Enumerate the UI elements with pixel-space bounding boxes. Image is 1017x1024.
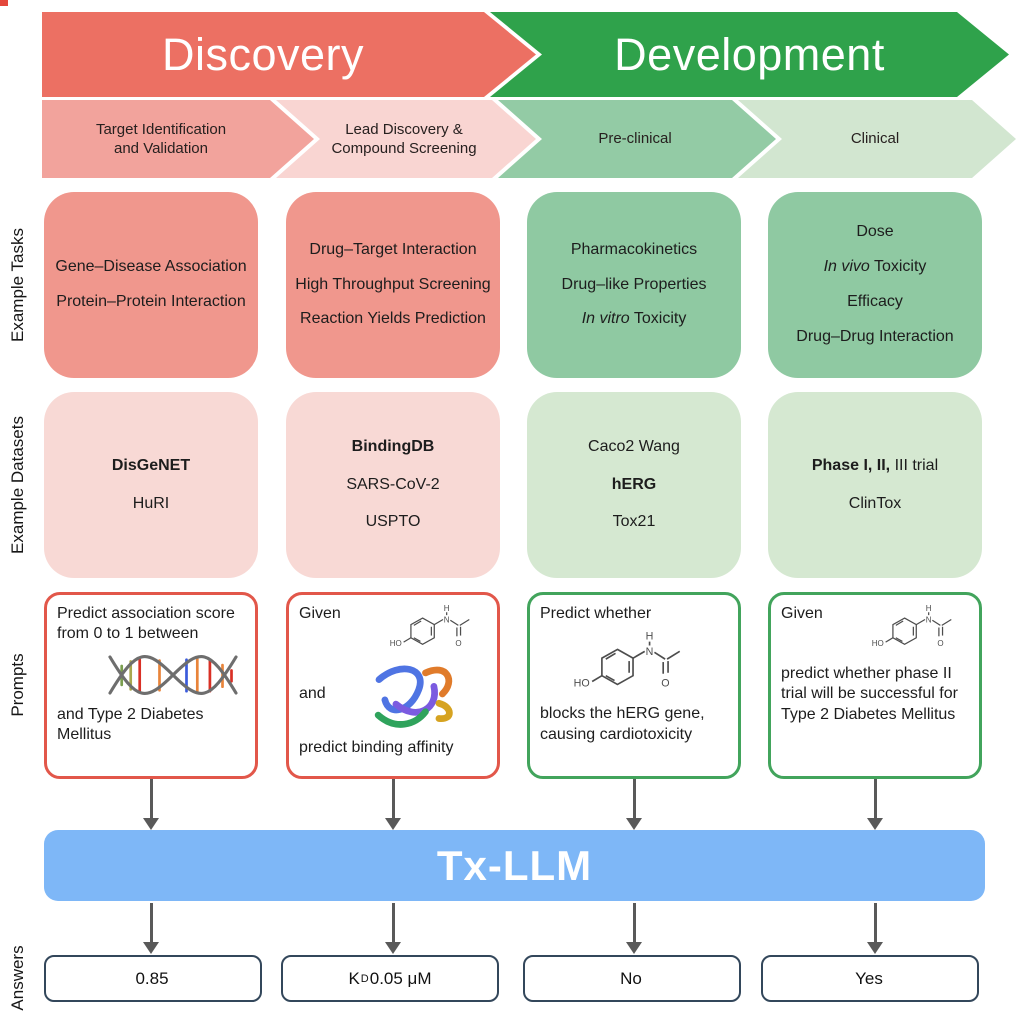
molecule-structure-icon — [865, 602, 969, 656]
flow-arrow-down-icon — [143, 779, 159, 830]
row-label-prompts: Prompts — [8, 653, 27, 717]
corner-artifact — [0, 0, 8, 6]
answer-box-herg: No — [523, 955, 741, 1002]
flow-arrow-down-icon — [143, 903, 159, 954]
flow-arrow-down-icon — [626, 903, 642, 954]
molecule-structure-icon — [383, 602, 487, 656]
dna-helix-icon — [103, 648, 243, 702]
phase-arrow-lead-discovery: Lead Discovery &Compound Screening — [276, 100, 536, 178]
prompt-text: predict whether phase II trial will be s… — [781, 665, 958, 723]
prompt-text: Given — [299, 605, 341, 622]
model-name: Tx-LLM — [436, 841, 593, 889]
flow-arrow-down-icon — [626, 779, 642, 830]
flow-arrow-down-icon — [385, 779, 401, 830]
answer-value: 0.05 μM — [369, 968, 432, 988]
phase-label-lead-discovery: Lead Discovery &Compound Screening — [331, 120, 477, 157]
answer-subscript: D — [360, 972, 369, 985]
flow-arrow-down-icon — [867, 903, 883, 954]
answer-value: No — [620, 968, 642, 988]
prompt-text: and — [299, 684, 326, 702]
prompt-box-binding-affinity: Given and predict binding affinity — [286, 592, 500, 779]
answer-box-trial: Yes — [761, 955, 979, 1002]
stage-arrow-development: Development — [490, 12, 1009, 97]
answer-value: 0.85 — [135, 968, 169, 988]
phase-label-pre-clinical: Pre-clinical — [598, 130, 672, 148]
answer-box-association-score: 0.85 — [44, 955, 262, 1002]
prompt-box-gene-disease: Predict association score from 0 to 1 be… — [44, 592, 258, 779]
prompt-text: and Type 2 Diabetes Mellitus — [57, 705, 204, 744]
flow-arrow-down-icon — [867, 779, 883, 830]
prompt-text: Predict association score from 0 to 1 be… — [57, 605, 235, 643]
prompt-text: Predict whether — [540, 605, 652, 622]
phase-arrow-clinical: Clinical — [738, 100, 1016, 178]
prompt-text: blocks the hERG gene, causing cardiotoxi… — [540, 705, 705, 743]
molecule-structure-icon — [567, 628, 701, 700]
flow-arrow-down-icon — [385, 903, 401, 954]
prompt-box-clinical-trial: Given predict whether phase II trial wil… — [768, 592, 982, 779]
phase-label-clinical: Clinical — [850, 130, 900, 148]
prompt-text: predict binding affinity — [299, 739, 454, 756]
prompt-box-herg-toxicity: Predict whether blocks the hERG gene, ca… — [527, 592, 741, 779]
row-label-example-datasets: Example Datasets — [8, 416, 27, 554]
stage-label-discovery: Discovery — [161, 28, 365, 80]
phase-arrow-pre-clinical: Pre-clinical — [498, 100, 776, 178]
row-label-answers: Answers — [8, 945, 27, 1011]
answer-value: Yes — [855, 968, 883, 988]
tx-llm-banner: Tx-LLM — [44, 830, 985, 901]
prompt-text: Given — [781, 605, 823, 622]
row-label-example-tasks: Example Tasks — [8, 227, 27, 343]
stage-label-development: Development — [614, 28, 885, 80]
protein-ribbon-icon — [365, 656, 469, 732]
stage-arrow-discovery: Discovery — [42, 12, 536, 97]
answer-value: K — [348, 968, 360, 988]
